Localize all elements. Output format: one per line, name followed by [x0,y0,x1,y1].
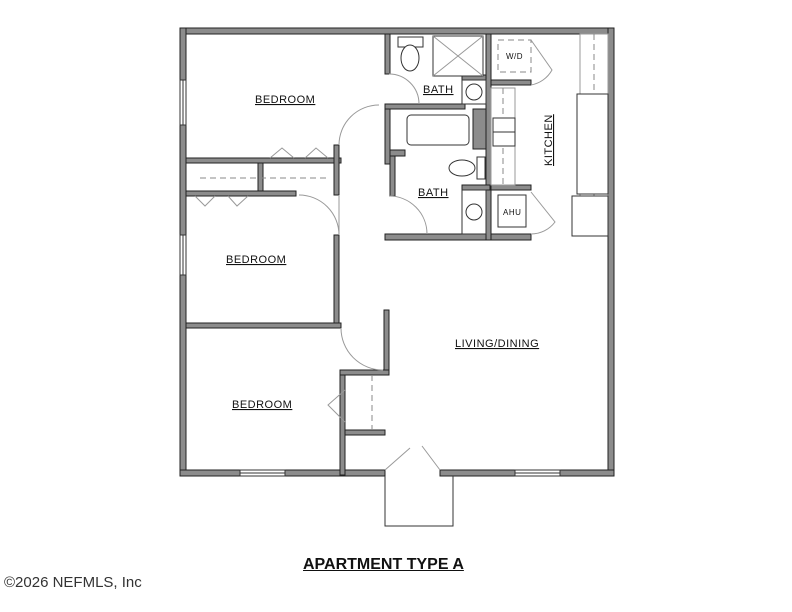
plan-title: APARTMENT TYPE A [303,556,464,573]
toilet-bowl [400,44,420,72]
washer-dryer [497,39,532,73]
sink [465,203,483,221]
room-label-bedroom-1: BEDROOM [255,94,315,106]
room-label-kitchen: KITCHEN [543,114,555,166]
room-label-bedroom-3: BEDROOM [232,399,292,411]
toilet-tank [476,156,486,180]
range [576,93,609,195]
kitchen-counters [490,33,609,237]
bathtub [406,114,470,146]
doors [194,39,556,471]
ahu-unit [497,194,527,228]
label-washer-dryer: W/D [506,52,523,61]
room-label-bedroom-2: BEDROOM [226,254,286,266]
room-label-bath-1: BATH [423,84,454,96]
interior-walls [185,33,532,476]
room-label-bath-2: BATH [418,187,449,199]
copyright: ©2026 NEFMLS, Inc [4,574,142,591]
entry-porch [384,476,454,527]
room-label-living-dining: LIVING/DINING [455,338,539,350]
refrigerator [571,195,609,237]
sink [465,83,483,101]
windows [179,79,561,477]
toilet-bowl [448,159,476,177]
fixtures [397,35,532,235]
label-ahu: AHU [503,208,521,217]
